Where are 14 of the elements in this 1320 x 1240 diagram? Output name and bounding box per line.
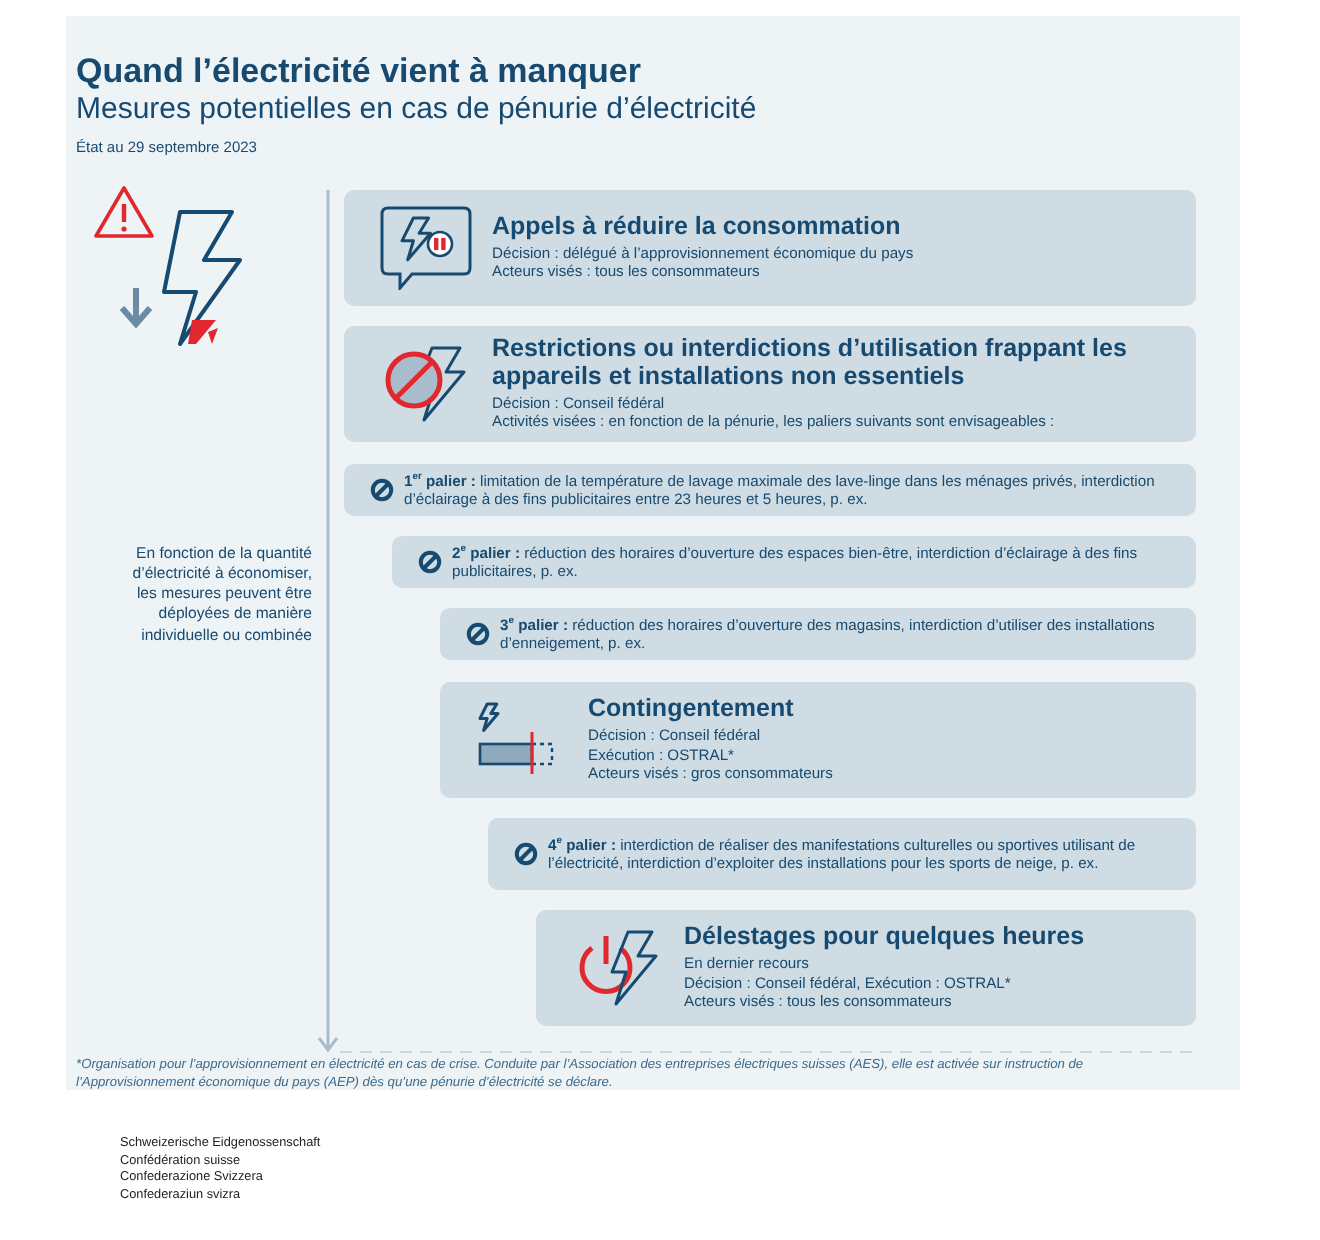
step-card (440, 608, 1196, 660)
measure-card (440, 682, 1196, 798)
title: Quand l’électricité vient à manquer (76, 52, 641, 92)
measure-card (344, 326, 1196, 442)
card-heading: Restrictions ou interdictions d’utilisation frappant les appareils et installations non essentiels (492, 336, 1129, 392)
step-card (488, 818, 1196, 890)
card-heading: Appels à réduire la consommation (492, 214, 903, 242)
step-card (344, 464, 1196, 516)
subtitle: Mesures potentielles en cas de pénurie d’électricité (76, 92, 757, 126)
card-heading: Délestages pour quelques heures (684, 924, 1087, 953)
card-heading: Contingentement (588, 696, 796, 725)
step-card (392, 536, 1196, 588)
measure-card (536, 910, 1196, 1026)
measure-card (344, 190, 1196, 306)
